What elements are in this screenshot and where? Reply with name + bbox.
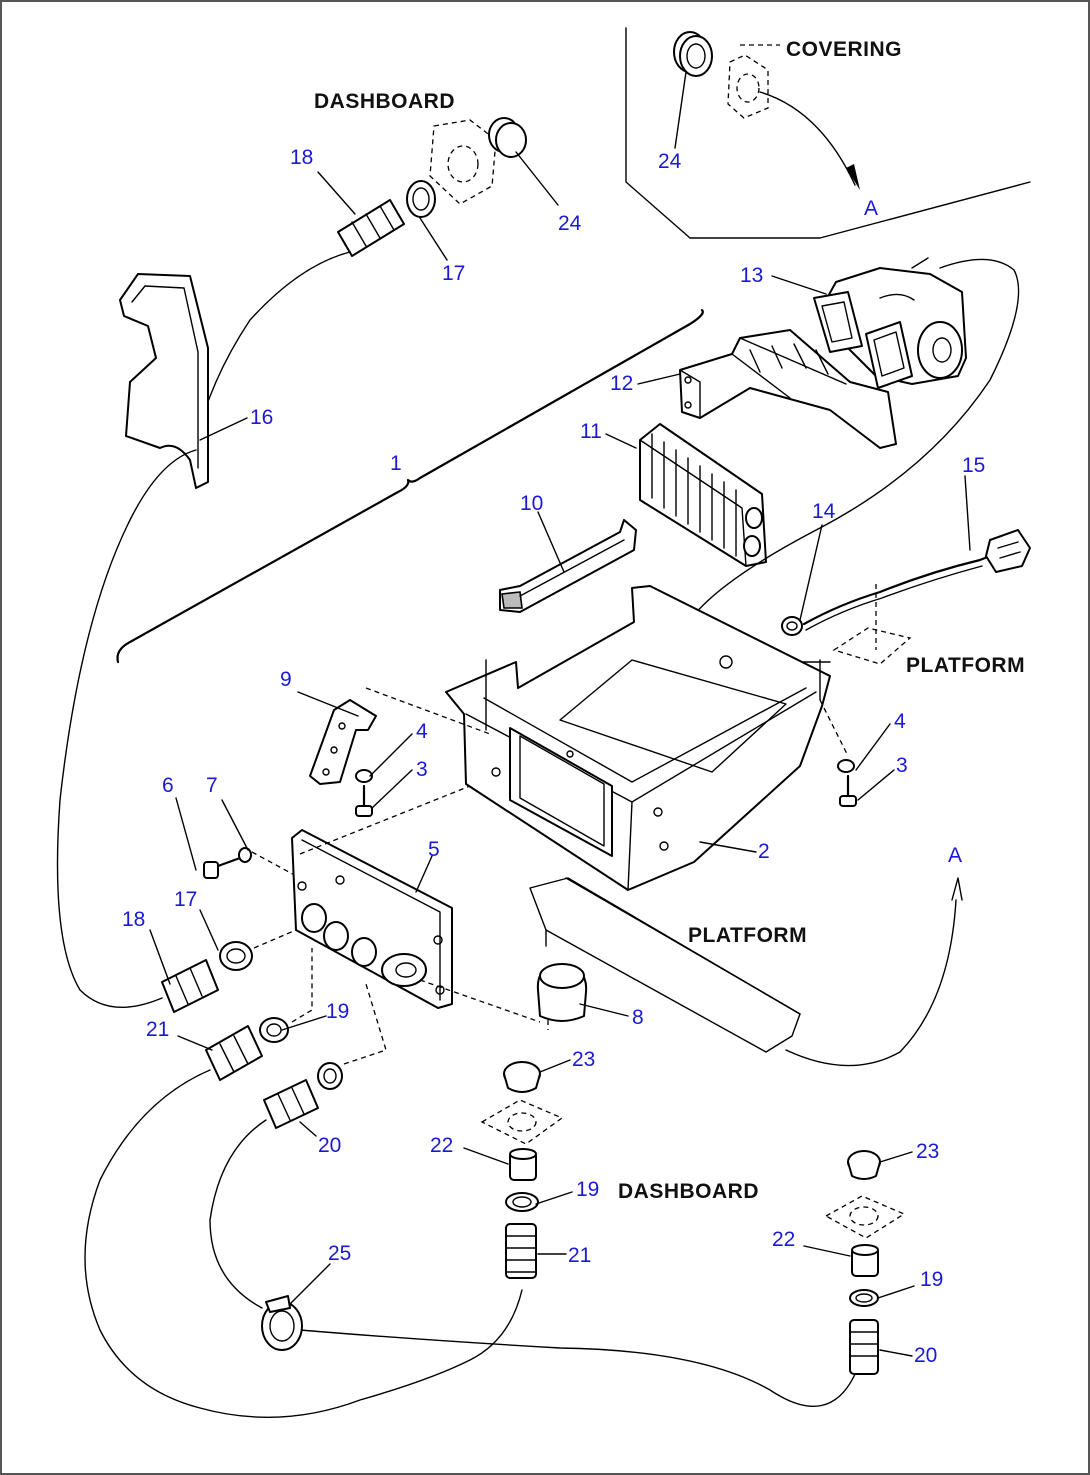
callout-24: 24 [658,150,682,173]
washer-4-left [355,769,373,783]
callout-7: 7 [206,774,218,797]
grommet-24-dashboard [488,117,527,158]
callout-11: 11 [580,420,602,443]
view-a-label-right: A [948,844,962,867]
callout-6: 6 [162,774,174,797]
callout-20: 20 [914,1344,937,1367]
heater-box-2 [445,585,831,891]
vent-stack-right [803,1150,915,1375]
clamp-25 [261,1263,331,1351]
view-a-arrowhead [846,164,860,190]
wiring-harness-15 [802,475,1031,631]
callout-21: 21 [146,1018,169,1041]
caption-platform-right: PLATFORM [906,654,1025,677]
bolt-3-left [355,784,373,817]
hose-route-bottom-b [209,1119,267,1309]
hose-21-middle [505,1223,567,1279]
nozzle-22-right [803,1244,879,1277]
hose-route-bottom-a [84,1069,523,1418]
hose-route-bottom-c [299,1329,857,1407]
heater-core-11 [639,423,767,567]
duct-16 [119,273,248,489]
callout-19: 19 [326,1000,349,1023]
callout-10: 10 [520,492,543,515]
callout-1: 1 [390,452,402,475]
callout-14: 14 [812,500,836,523]
clamp-19-mid [317,983,387,1090]
callout-4: 4 [416,720,428,743]
hose-20-right [849,1319,913,1375]
clamp-17-top [406,180,436,218]
callout-21: 21 [568,1244,591,1267]
hose-route-left [56,449,197,1008]
grommet-14 [781,524,823,636]
hose-18-left [161,959,219,1013]
hose-18-top [337,199,405,257]
callout-17: 17 [442,262,465,285]
distributor-plate-5 [291,785,471,1009]
dashboard-top-parts [194,117,559,446]
callout-16: 16 [250,406,273,429]
clamp-19-right [849,1285,915,1307]
callout-23: 23 [916,1140,939,1163]
grommet-24-covering [673,31,713,77]
hose-20-left [263,1079,319,1129]
bracket-9 [309,687,491,785]
covering-hole-ghost [727,44,780,119]
callout-18: 18 [290,146,313,169]
view-a-label-top: A [864,197,878,220]
callout-22: 22 [430,1134,453,1157]
callout-19: 19 [576,1178,599,1201]
washer-7 [238,847,252,863]
view-a-detail [625,27,1031,239]
casing-12 [679,329,897,449]
clamp-19-middle [505,1191,573,1212]
callout-8: 8 [632,1006,644,1029]
bolt-3-right [839,774,857,807]
caption-dashboard-bottom: DASHBOARD [618,1180,759,1203]
dashboard-hole-ghost [429,119,497,205]
callout-17: 17 [174,888,197,911]
platform-structure [529,877,963,1067]
callout-3: 3 [896,754,908,777]
callout-20: 20 [318,1134,341,1157]
callout-24: 24 [558,212,582,235]
callout-22: 22 [772,1228,795,1251]
hose-21-left [205,1025,263,1081]
callout-15: 15 [962,454,985,477]
callout-3: 3 [416,758,428,781]
platform-hole-ghost-right [832,584,912,665]
view-a-arrow-line [759,91,856,186]
callout-19: 19 [920,1268,943,1291]
caption-platform-mid: PLATFORM [688,924,807,947]
clamp-17-left [219,929,297,971]
callout-2: 2 [758,840,770,863]
caption-dashboard-top: DASHBOARD [314,90,455,113]
callout-12: 12 [610,372,633,395]
callout-5: 5 [428,838,440,861]
leader-24-top [674,71,687,149]
callout-4: 4 [894,710,906,733]
leader-lines-left [149,275,895,1137]
bolt-right-axis [819,699,849,757]
nozzle-22-middle [463,1147,537,1181]
bolt-6 [203,856,242,879]
washer-4-right [837,759,855,773]
bolt-6-axis [251,851,301,879]
detail-boundary [625,27,1031,239]
blower-motor-13 [813,257,967,389]
caption-covering: COVERING [786,38,902,61]
bracket-10 [499,519,637,613]
callout-25: 25 [328,1242,351,1265]
callout-9: 9 [280,668,292,691]
callout-18: 18 [122,908,145,931]
vent-stack-middle [463,1059,573,1279]
callout-13: 13 [740,264,763,287]
grommet-8 [419,963,588,1030]
clamp-19-left [259,948,313,1043]
callout-23: 23 [572,1048,595,1071]
group-1-bracket [116,308,704,664]
